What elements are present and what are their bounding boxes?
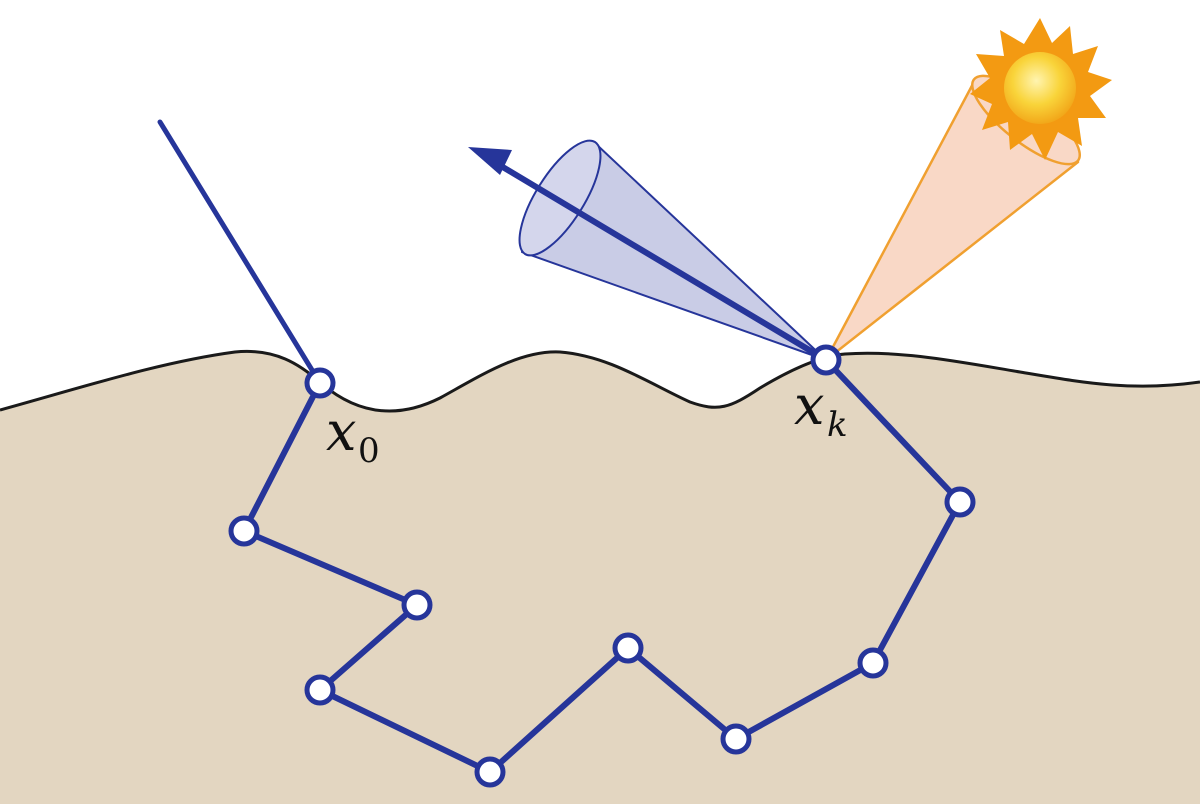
surface-boundary	[0, 349, 1200, 413]
sun-icon	[970, 18, 1112, 160]
vertex	[857, 647, 889, 679]
vertex	[720, 723, 752, 755]
vertex	[612, 632, 644, 664]
vertex	[228, 515, 260, 547]
label-x0-sub: 0	[358, 431, 380, 471]
vertex-exit	[810, 344, 842, 376]
vertex	[304, 674, 336, 706]
scattering-medium	[0, 351, 1200, 804]
vertex	[401, 589, 433, 621]
arrow-head-icon	[468, 147, 512, 175]
scattering-path	[241, 357, 963, 775]
incident-ray	[157, 119, 323, 386]
view-cone	[518, 139, 827, 361]
label-x0: x 0	[326, 400, 380, 471]
vertex	[474, 756, 506, 788]
label-x0-var: x	[326, 400, 356, 463]
path-vertices	[228, 344, 976, 788]
label-xk-var: x	[794, 374, 824, 437]
outgoing-ray	[493, 160, 829, 363]
vertex	[944, 486, 976, 518]
label-xk-sub: k	[827, 405, 848, 445]
vertex-entry	[304, 367, 336, 399]
label-xk: x k	[794, 374, 848, 445]
